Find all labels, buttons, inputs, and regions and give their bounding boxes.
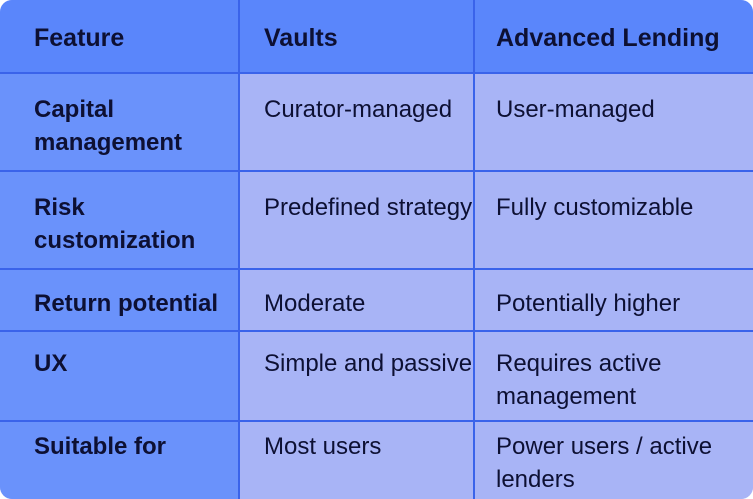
feature-cell: Return potential xyxy=(0,270,240,330)
header-feature: Feature xyxy=(0,0,240,72)
table-row: UX Simple and passive Requires active ma… xyxy=(0,332,753,422)
table-row: Return potential Moderate Potentially hi… xyxy=(0,270,753,332)
advanced-lending-cell: Requires active management xyxy=(475,332,753,420)
table-row: Capital management Curator-managed User-… xyxy=(0,74,753,172)
vaults-cell: Curator-managed xyxy=(240,74,475,170)
vaults-cell: Simple and passive xyxy=(240,332,475,420)
advanced-lending-cell: Power users / active lenders xyxy=(475,422,753,499)
advanced-lending-cell: Potentially higher xyxy=(475,270,753,330)
table-row: Suitable for Most users Power users / ac… xyxy=(0,422,753,499)
feature-cell: Capital management xyxy=(0,74,240,170)
feature-cell: Suitable for xyxy=(0,422,240,499)
vaults-cell: Moderate xyxy=(240,270,475,330)
header-vaults: Vaults xyxy=(240,0,475,72)
vaults-cell: Most users xyxy=(240,422,475,499)
header-advanced-lending: Advanced Lending xyxy=(496,24,720,52)
feature-cell: Risk customization xyxy=(0,172,240,268)
advanced-lending-cell: User-managed xyxy=(475,74,753,170)
feature-cell: UX xyxy=(0,332,240,420)
table-row: Risk customization Predefined strategy F… xyxy=(0,172,753,270)
table-header-row: Feature Vaults Advanced Lending xyxy=(0,0,753,74)
vaults-cell: Predefined strategy xyxy=(240,172,475,268)
advanced-lending-cell: Fully customizable xyxy=(475,172,753,268)
